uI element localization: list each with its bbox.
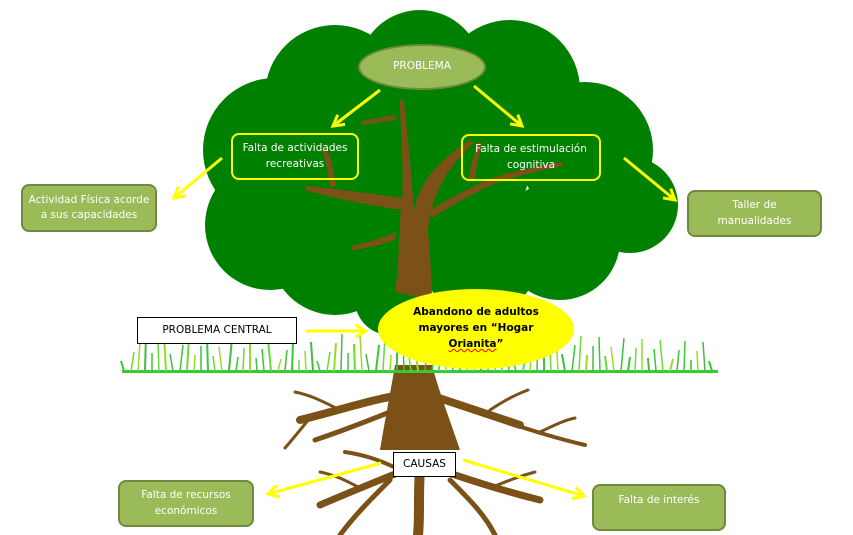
- grass-blade: [340, 333, 343, 372]
- grass-blade: [696, 350, 699, 372]
- central-problem-line-2: mayores en “Hogar: [418, 322, 534, 335]
- tree-crown: [203, 10, 678, 335]
- grass-blade: [261, 348, 265, 372]
- central-problem-node: Abandono de adultos mayores en “Hogar Or…: [378, 289, 574, 369]
- grass-blade: [389, 354, 392, 372]
- grass-blade: [359, 334, 363, 372]
- grass-blade: [326, 351, 331, 372]
- grass-blade: [316, 360, 321, 372]
- grass-blade: [218, 346, 223, 372]
- grass-blade: [353, 343, 356, 372]
- effect-node-2: Falta de estimulación cognitiva: [461, 134, 601, 181]
- solution-2-line-2: manualidades: [717, 214, 792, 227]
- tree-trunk: [305, 100, 563, 450]
- grass-blade: [627, 356, 631, 372]
- solution-node-2: Taller de manualidades: [687, 190, 822, 237]
- arrow-causas-to-cause-2: [462, 458, 587, 501]
- central-problem-place-name: Orianita: [448, 337, 497, 350]
- arrow-problem-to-effect-2: [473, 84, 525, 128]
- grass-blade: [659, 339, 664, 372]
- grass-blade: [365, 353, 370, 372]
- grass-blade: [169, 353, 174, 372]
- arrow-effect-2-to-solution-2: [623, 156, 678, 202]
- arrow-causas-to-cause-1: [265, 461, 382, 499]
- cause-node-1: Falta de recursos económicos: [118, 480, 254, 527]
- central-problem-label-text: PROBLEMA CENTRAL: [162, 323, 272, 336]
- grass-blade: [634, 347, 637, 372]
- effect-2-line-1: Falta de estimulación: [475, 143, 587, 156]
- central-problem-line-3-tail: ”: [496, 337, 504, 350]
- grass-blade: [585, 354, 588, 372]
- central-problem-label: PROBLEMA CENTRAL: [137, 317, 297, 344]
- solution-1-line-1: Actividad Física acorde: [28, 193, 150, 206]
- problem-node: PROBLEMA: [358, 44, 486, 90]
- problem-node-label: PROBLEMA: [393, 60, 451, 73]
- cause-node-2: Falta de interés: [592, 484, 726, 531]
- causes-label-text: CAUSAS: [403, 457, 446, 470]
- cause-1-line-1: Falta de recursos: [141, 489, 231, 502]
- cause-2-line-1: Falta de interés: [618, 493, 700, 506]
- solution-node-1: Actividad Física acorde a sus capacidade…: [21, 184, 157, 232]
- diagram-arrows: [171, 84, 678, 501]
- grass-blade: [310, 341, 314, 372]
- grass-blade: [193, 354, 196, 372]
- solution-2-line-1: Taller de: [732, 199, 777, 212]
- cause-1-line-2: económicos: [154, 504, 218, 517]
- grass-blade: [610, 346, 615, 372]
- grass-blade: [157, 343, 160, 372]
- grass-blade: [669, 358, 674, 372]
- grass-blade: [708, 360, 713, 372]
- effect-2-line-2: cognitiva: [506, 158, 556, 171]
- grass-blade: [375, 344, 380, 372]
- central-problem-line-1: Abandono de adultos: [413, 306, 539, 319]
- effect-1-line-1: Falta de actividades: [242, 142, 348, 155]
- grass-blade: [598, 336, 601, 372]
- effect-1-line-2: recreativas: [265, 157, 325, 170]
- arrow-effect-1-to-solution-1: [171, 156, 223, 200]
- grass-blade: [333, 342, 337, 372]
- grass-blade: [653, 348, 657, 372]
- grass-blade: [291, 340, 294, 372]
- tree-roots: [283, 388, 587, 535]
- grass-blade: [120, 360, 125, 372]
- grass-blade: [620, 337, 625, 372]
- grass-blade: [702, 341, 706, 372]
- grass-blade: [277, 358, 282, 372]
- grass-blade: [571, 344, 576, 372]
- grass-blade: [647, 357, 650, 372]
- grass-blade: [179, 344, 184, 372]
- grass-blade: [683, 340, 686, 372]
- grass-blade: [267, 339, 272, 372]
- grass-blade: [604, 355, 608, 372]
- grass-blade: [242, 347, 245, 372]
- grass-blade: [578, 335, 582, 372]
- grass-blade: [304, 350, 307, 372]
- grass-blade: [130, 351, 135, 372]
- effect-node-1: Falta de actividades recreativas: [231, 133, 359, 180]
- grass-blade: [284, 349, 288, 372]
- grass-blade: [212, 355, 216, 372]
- grass-blade: [676, 349, 680, 372]
- causes-label: CAUSAS: [393, 452, 456, 477]
- grass-blade: [137, 342, 141, 372]
- arrow-problem-to-effect-1: [330, 88, 381, 128]
- grass-blade: [255, 357, 258, 372]
- solution-1-line-2: a sus capacidades: [40, 209, 138, 221]
- grass-blade: [235, 356, 239, 372]
- grass-blade: [561, 353, 566, 372]
